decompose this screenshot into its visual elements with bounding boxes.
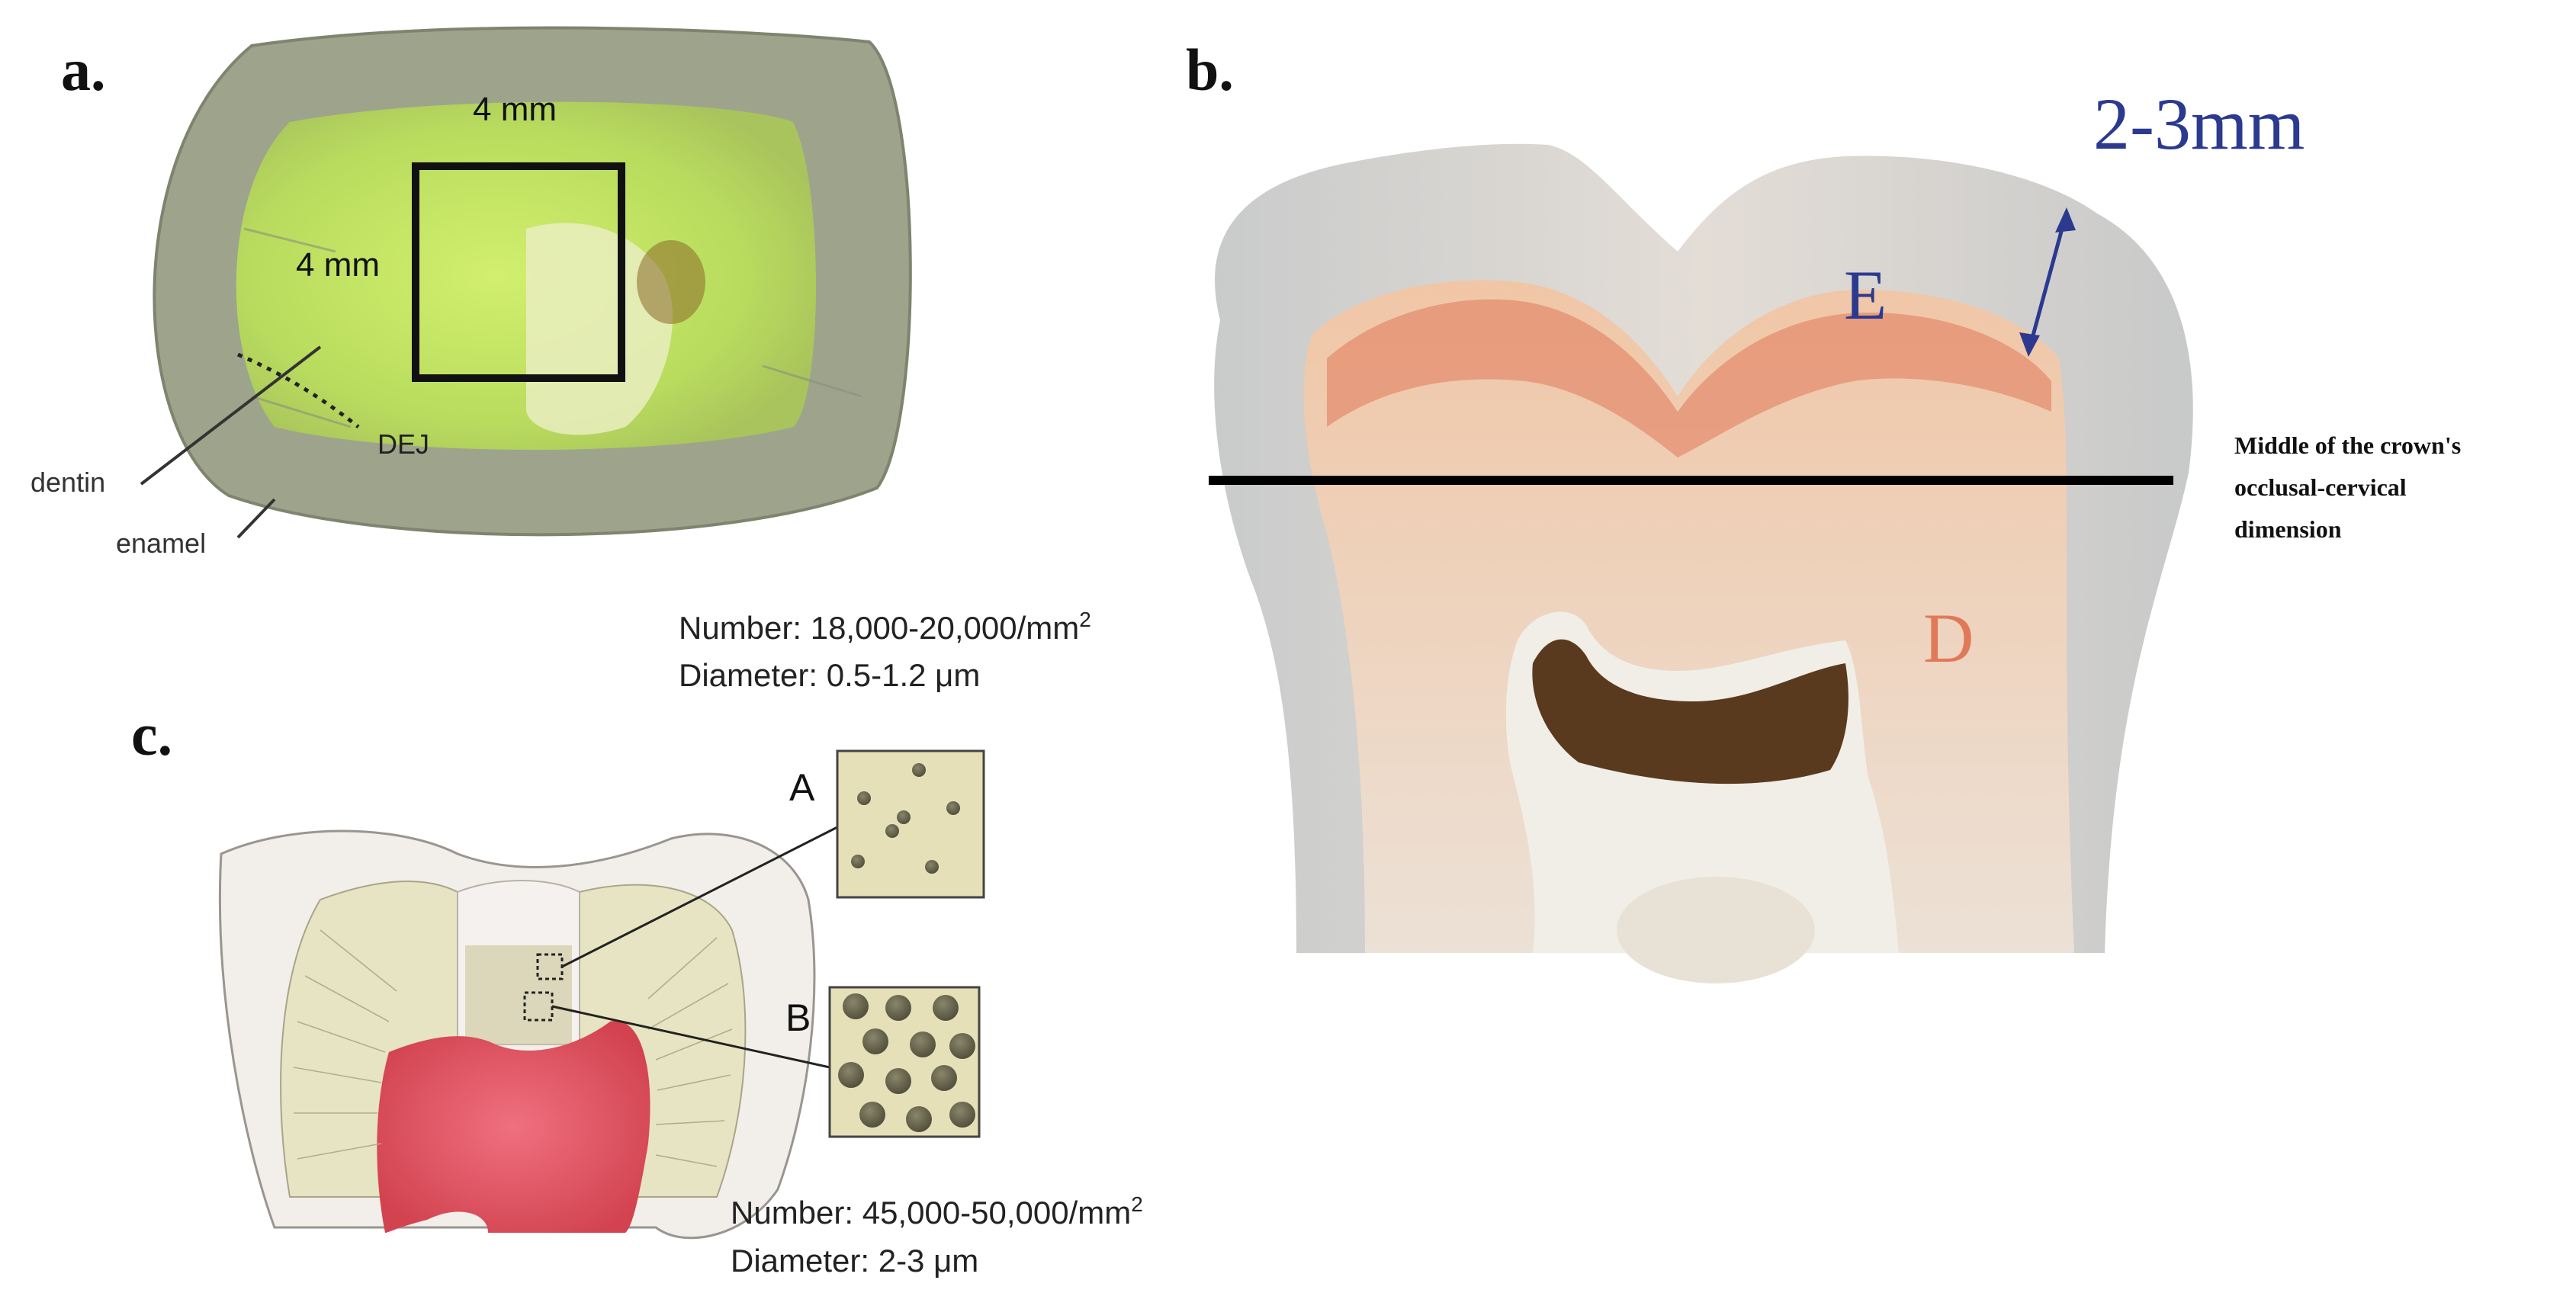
leader-b [551,1005,830,1069]
enamel-label: enamel [116,528,206,559]
dej-orange-band [1327,299,2051,457]
box-a-label: A [789,766,815,809]
root-canal [1617,877,1815,983]
leader-a [561,826,838,968]
sample-square [412,162,625,382]
dentin-letter: D [1923,599,1974,677]
top-number-text: Number: 18,000-20,000/mm [679,610,1079,646]
crown-dentin [1303,280,2074,954]
arrow-head-bottom [2019,332,2040,357]
panel-c-label: c. [131,701,172,768]
top-number-stat: Number: 18,000-20,000/mm2 [679,608,1091,646]
bottom-diameter-stat: Diameter: 2-3 μm [731,1243,978,1279]
tubule-dots-a [851,763,960,874]
line-caption-1: Middle of the crown's [2234,432,2461,459]
panel-a-label: a. [61,37,106,103]
line-caption-3: dimension [2234,515,2342,543]
dim-left: 4 mm [296,246,380,284]
thickness-label: 2-3mm [2093,83,2305,165]
illus-tubule-zone [465,945,572,1044]
top-number-sup: 2 [1079,608,1091,631]
bottom-number-sup: 2 [1131,1192,1143,1216]
dej-label: DEJ [377,428,429,460]
enamel-leader [236,498,276,539]
panel-a: a. 4 mm 4 mm DEJ dentin enamel [31,26,912,559]
panel-b: b. 2-3mm E D Middle of the crown's occlu… [1186,37,2461,983]
dentin-leader [140,345,322,486]
dentin-label: dentin [31,467,105,498]
brown-spot [637,240,705,324]
enamel-letter: E [1844,256,1887,334]
bottom-number-text: Number: 45,000-50,000/mm [731,1195,1131,1230]
tubule-dots-b [838,993,975,1132]
thickness-arrow [2026,211,2069,353]
dentin-core [236,101,816,450]
arrow-head-top [2055,207,2076,233]
tubule-box-a [836,749,985,899]
box-b-label: B [785,996,811,1039]
top-diameter-stat: Diameter: 0.5-1.2 μm [679,657,980,693]
panel-b-label: b. [1186,37,1234,103]
line-caption-2: occlusal-cervical [2234,473,2407,501]
illus-pulp [377,1021,650,1233]
bottom-number-stat: Number: 45,000-50,000/mm2 [731,1192,1143,1230]
pulp-dark [1532,639,1848,784]
dim-top: 4 mm [473,91,557,128]
panel-c: c. A [131,608,1143,1279]
crack [243,227,862,428]
tubule-streaks [293,929,733,1167]
